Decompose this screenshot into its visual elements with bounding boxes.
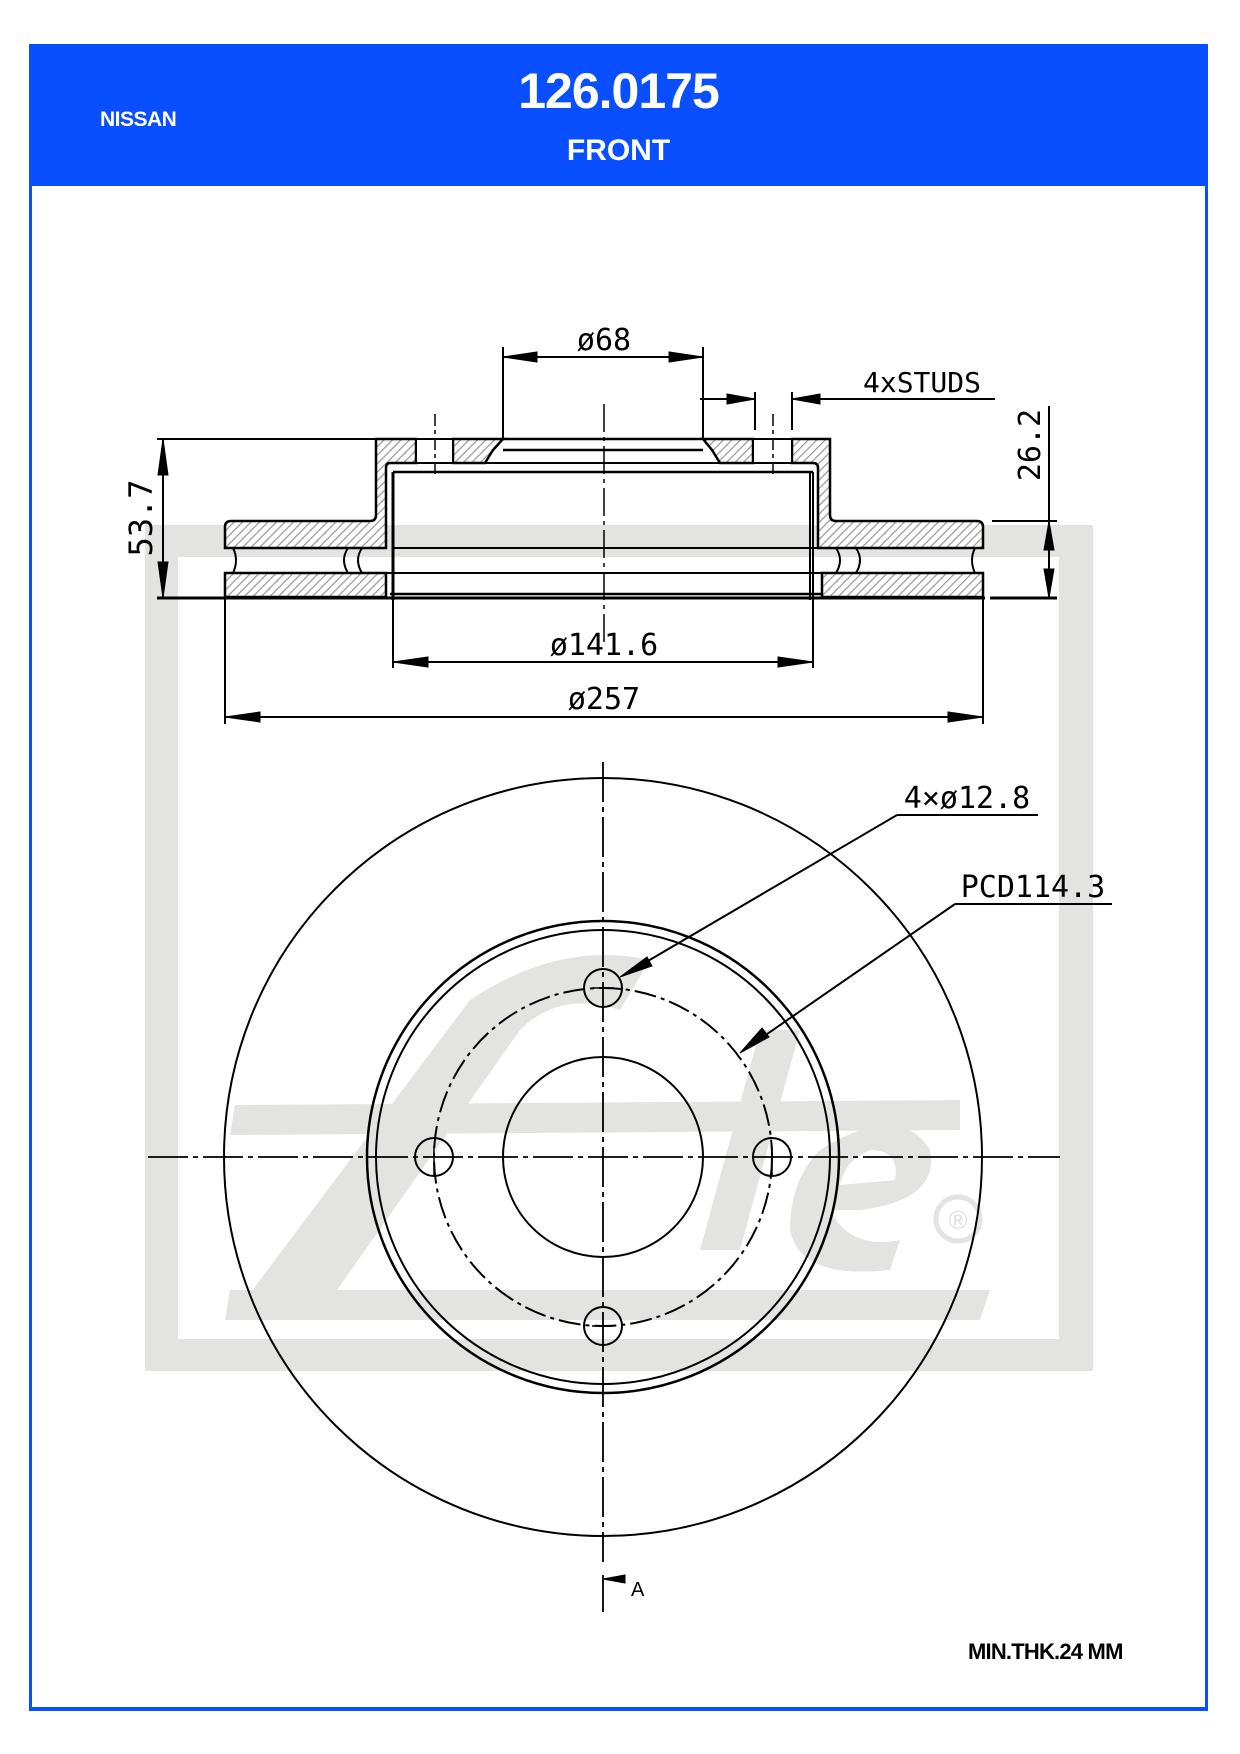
- part-number: 126.0175: [518, 63, 720, 119]
- front-view: [148, 762, 1112, 1612]
- label-pcd: PCD114.3: [961, 870, 1106, 905]
- section-marker-label: A: [631, 1579, 645, 1601]
- registered-mark: ®: [948, 1205, 967, 1235]
- dim-hat-diameter: ø141.6: [550, 628, 658, 663]
- label-bolt-holes: 4×ø12.8: [904, 781, 1030, 816]
- dim-hat-height: 26.2: [1013, 409, 1048, 481]
- dim-outer-diameter: ø257: [568, 682, 640, 717]
- min-thickness-note: MIN.THK.24 MM: [968, 1639, 1123, 1664]
- cross-section-view: [157, 347, 1057, 724]
- dim-total-height: 53.7: [122, 479, 160, 556]
- header-banner: NISSAN 126.0175 FRONT: [29, 44, 1208, 186]
- dim-center-bore: ø68: [577, 323, 631, 358]
- dim-studs: 4xSTUDS: [863, 366, 981, 399]
- axle-position: FRONT: [566, 134, 671, 167]
- vehicle-brand: NISSAN: [100, 108, 177, 131]
